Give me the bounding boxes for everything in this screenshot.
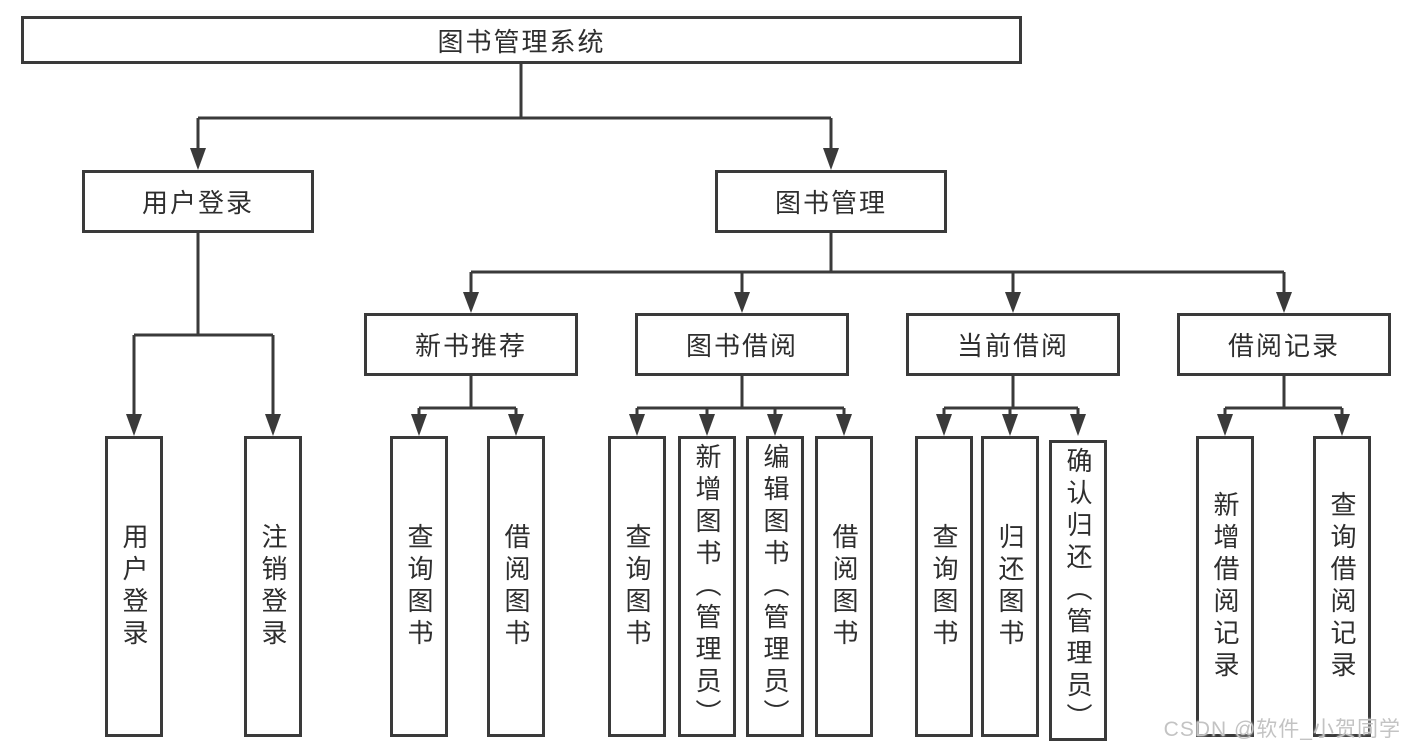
- node-new-books: 新书推荐: [364, 313, 578, 376]
- node-leaf-borrow-borrow-label: 借阅图书: [829, 522, 859, 651]
- node-book-borrowing: 图书借阅: [635, 313, 849, 376]
- node-leaf-current-confirm: 确认归还（管理员）: [1049, 440, 1107, 741]
- node-borrowing-records: 借阅记录: [1177, 313, 1391, 376]
- node-leaf-logout: 注销登录: [244, 436, 302, 737]
- node-leaf-newbooks-borrow: 借阅图书: [487, 436, 545, 737]
- node-leaf-newbooks-query: 查询图书: [390, 436, 448, 737]
- connectors-new-books: [411, 376, 524, 436]
- connectors-current-borrowing: [936, 376, 1086, 436]
- node-leaf-newbooks-query-label: 查询图书: [404, 522, 434, 651]
- connectors-user-login: [126, 233, 281, 436]
- node-leaf-records-query: 查询借阅记录: [1313, 436, 1371, 737]
- node-user-login: 用户登录: [82, 170, 314, 233]
- connectors-root: [190, 64, 839, 170]
- node-leaf-current-confirm-label: 确认归还（管理员）: [1063, 446, 1093, 735]
- node-leaf-current-query: 查询图书: [915, 436, 973, 737]
- node-leaf-current-return-label: 归还图书: [995, 522, 1025, 651]
- node-leaf-records-query-label: 查询借阅记录: [1327, 490, 1357, 683]
- connectors-book-borrowing: [629, 376, 852, 436]
- node-book-borrowing-label: 图书借阅: [685, 331, 798, 361]
- node-book-management: 图书管理: [715, 170, 947, 233]
- node-leaf-borrow-query: 查询图书: [608, 436, 666, 737]
- node-user-login-label: 用户登录: [141, 188, 254, 218]
- node-leaf-borrow-edit: 编辑图书（管理员）: [746, 436, 804, 737]
- node-root-label: 图书管理系统: [437, 26, 606, 57]
- node-leaf-user-login-label: 用户登录: [119, 522, 149, 651]
- node-leaf-borrow-edit-label: 编辑图书（管理员）: [760, 442, 790, 731]
- node-leaf-borrow-query-label: 查询图书: [622, 522, 652, 651]
- node-leaf-borrow-add: 新增图书（管理员）: [678, 436, 736, 737]
- node-current-borrowing: 当前借阅: [906, 313, 1120, 376]
- node-leaf-newbooks-borrow-label: 借阅图书: [501, 522, 531, 651]
- node-new-books-label: 新书推荐: [414, 331, 527, 361]
- csdn-watermark: CSDN @软件_小贺同学: [1163, 718, 1401, 741]
- connectors-book-management: [463, 233, 1292, 313]
- node-leaf-records-add: 新增借阅记录: [1196, 436, 1254, 737]
- node-leaf-logout-label: 注销登录: [258, 522, 288, 651]
- node-leaf-borrow-borrow: 借阅图书: [815, 436, 873, 737]
- node-current-borrowing-label: 当前借阅: [956, 331, 1069, 361]
- node-leaf-user-login: 用户登录: [105, 436, 163, 737]
- node-book-management-label: 图书管理: [774, 188, 887, 218]
- node-leaf-borrow-add-label: 新增图书（管理员）: [692, 442, 722, 731]
- connectors-borrowing-records: [1217, 376, 1350, 436]
- node-root: 图书管理系统: [21, 16, 1022, 64]
- node-borrowing-records-label: 借阅记录: [1227, 331, 1340, 361]
- node-leaf-current-return: 归还图书: [981, 436, 1039, 737]
- node-leaf-records-add-label: 新增借阅记录: [1210, 490, 1240, 683]
- node-leaf-current-query-label: 查询图书: [929, 522, 959, 651]
